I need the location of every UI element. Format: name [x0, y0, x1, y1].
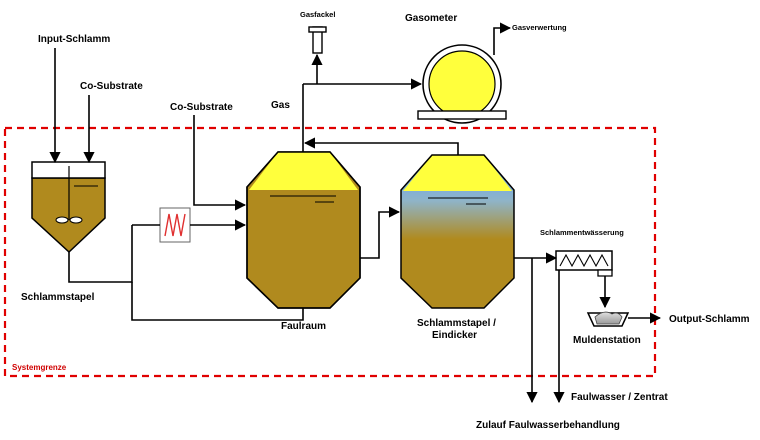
label-gasfackel: Gasfackel — [300, 10, 335, 19]
label-schlammstapel: Schlammstapel — [21, 292, 95, 303]
label-gasometer: Gasometer — [405, 13, 457, 24]
schlammstapel-tank — [31, 161, 106, 254]
muldenstation-container — [586, 311, 630, 327]
label-output-schlamm: Output-Schlamm — [669, 314, 750, 325]
faulraum-tank — [246, 151, 361, 309]
label-gasverwertung: Gasverwertung — [512, 23, 567, 32]
heat-exchanger — [159, 207, 191, 243]
label-systemgrenze: Systemgrenze — [12, 363, 67, 372]
label-co-substrate-digester: Co-Substrate — [170, 102, 233, 113]
label-zulauf-faulwasserbehandlung: Zulauf Faulwasserbehandlung — [476, 420, 620, 431]
label-input-schlamm: Input-Schlamm — [38, 34, 110, 45]
label-eindicker-line2: Eindicker — [432, 330, 477, 341]
gasfackel-flare — [308, 26, 327, 54]
eindicker-tank — [400, 154, 515, 309]
gasometer — [417, 44, 507, 124]
schlammentwaesserung-press — [555, 250, 613, 277]
label-schlammentwaesserung: Schlammentwässerung — [540, 228, 624, 237]
label-co-substrate-storage: Co-Substrate — [80, 81, 143, 92]
label-eindicker-line1: Schlammstapel / — [417, 318, 496, 329]
label-faulwasser-zentrat: Faulwasser / Zentrat — [571, 392, 668, 403]
label-muldenstation: Muldenstation — [573, 335, 641, 346]
flow-lines — [49, 22, 662, 404]
label-gas: Gas — [271, 100, 290, 111]
system-boundary — [3, 126, 657, 378]
label-faulraum: Faulraum — [281, 321, 326, 332]
